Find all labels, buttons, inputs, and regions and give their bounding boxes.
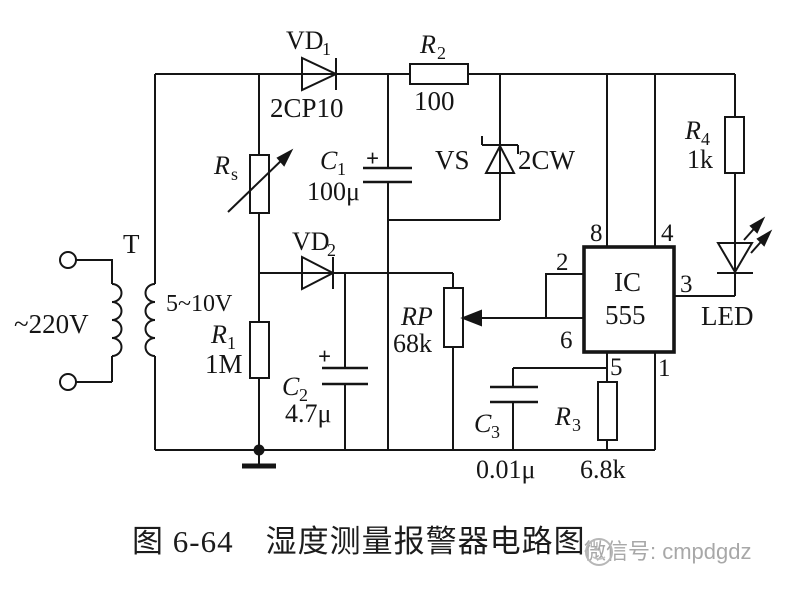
- zener-vs: [481, 136, 519, 174]
- resistor-r2: [409, 63, 469, 85]
- r3-ref: R: [554, 402, 571, 431]
- watermark: 微信号: cmpdgdz: [584, 534, 752, 566]
- r3-value: 6.8k: [580, 455, 626, 484]
- ic-pin-2: 2: [556, 249, 569, 276]
- rs-sub: s: [231, 164, 238, 184]
- wire-primary: [76, 259, 113, 383]
- r4-ref: R: [684, 116, 701, 145]
- ic-pin-5: 5: [610, 354, 623, 381]
- rp-value: 68k: [393, 329, 432, 358]
- c1-ref: C: [320, 146, 338, 175]
- vs-ref: VS: [435, 145, 470, 175]
- c2-sub: 2: [299, 385, 308, 405]
- rs-ref: R: [213, 151, 230, 180]
- resistor-r4: [724, 116, 745, 174]
- capacitor-c2: [322, 366, 368, 386]
- c3-value: 0.01μ: [476, 455, 535, 484]
- capacitor-c3: [490, 385, 538, 404]
- r1-value: 1M: [205, 349, 243, 379]
- r4-value: 1k: [687, 145, 713, 174]
- wire-pin2-link: [545, 273, 584, 318]
- vd1-model: 2CP10: [270, 93, 344, 123]
- ic-name: IC: [614, 267, 641, 297]
- c1-polarity: +: [366, 146, 379, 171]
- r2-value: 100: [414, 86, 455, 116]
- diode-vd1: [301, 56, 339, 92]
- r4-sub: 4: [701, 129, 710, 149]
- vd2-sub: 2: [327, 240, 336, 260]
- rp-wiper-arrowhead: [460, 309, 482, 327]
- terminal-top: [59, 251, 77, 269]
- c1-value: 100μ: [307, 177, 360, 206]
- r2-sub: 2: [437, 43, 446, 63]
- diode-vd2: [301, 255, 336, 291]
- r2-ref: R: [419, 30, 436, 59]
- resistor-r1: [249, 321, 270, 379]
- resistor-rs: [249, 154, 270, 214]
- ic-pin-4: 4: [661, 220, 674, 247]
- ground-symbol: [242, 444, 276, 469]
- r1-sub: 1: [227, 333, 236, 353]
- vd1-ref: VD: [286, 26, 324, 55]
- c3-sub: 3: [491, 422, 500, 442]
- c2-value: 4.7μ: [285, 399, 331, 428]
- vd2-ref: VD: [292, 227, 330, 256]
- mains-voltage-label: ~220V: [14, 309, 89, 339]
- ic-pin-8: 8: [590, 220, 603, 247]
- ic-pin-3: 3: [680, 271, 693, 298]
- primary-coil: [111, 283, 123, 357]
- ic-pin-6: 6: [560, 327, 573, 354]
- wire-c3-branch: [512, 367, 607, 450]
- wechat-id-badge-icon: [585, 538, 613, 566]
- led-light-arrow: [749, 216, 766, 234]
- transformer-label: T: [123, 229, 140, 259]
- ic-pin-1: 1: [658, 355, 671, 382]
- led-label: LED: [701, 301, 753, 331]
- wire-output-led: [674, 74, 736, 297]
- c2-polarity: +: [318, 344, 331, 369]
- resistor-r3: [597, 381, 618, 441]
- c1-sub: 1: [337, 159, 346, 179]
- capacitor-c1: [363, 166, 412, 184]
- c2-ref: C: [282, 372, 300, 401]
- led-symbol: [716, 216, 773, 274]
- r1-ref: R: [210, 320, 227, 349]
- led-light-arrow: [756, 229, 773, 247]
- potentiometer-rp: [443, 287, 464, 348]
- c3-ref: C: [474, 409, 492, 438]
- rs-variable-arrow: [227, 148, 294, 213]
- secondary-coil: [144, 283, 156, 357]
- secondary-voltage-label: 5~10V: [166, 291, 233, 317]
- rp-ref: RP: [400, 302, 433, 331]
- ic-555-body: [582, 245, 676, 354]
- r3-sub: 3: [572, 415, 581, 435]
- figure-caption: 图 6-64 湿度测量报警器电路图: [132, 524, 586, 559]
- terminal-bottom: [59, 373, 77, 391]
- vs-model: 2CW: [518, 145, 576, 175]
- vd1-sub: 1: [322, 39, 331, 59]
- ic-model: 555: [605, 300, 646, 330]
